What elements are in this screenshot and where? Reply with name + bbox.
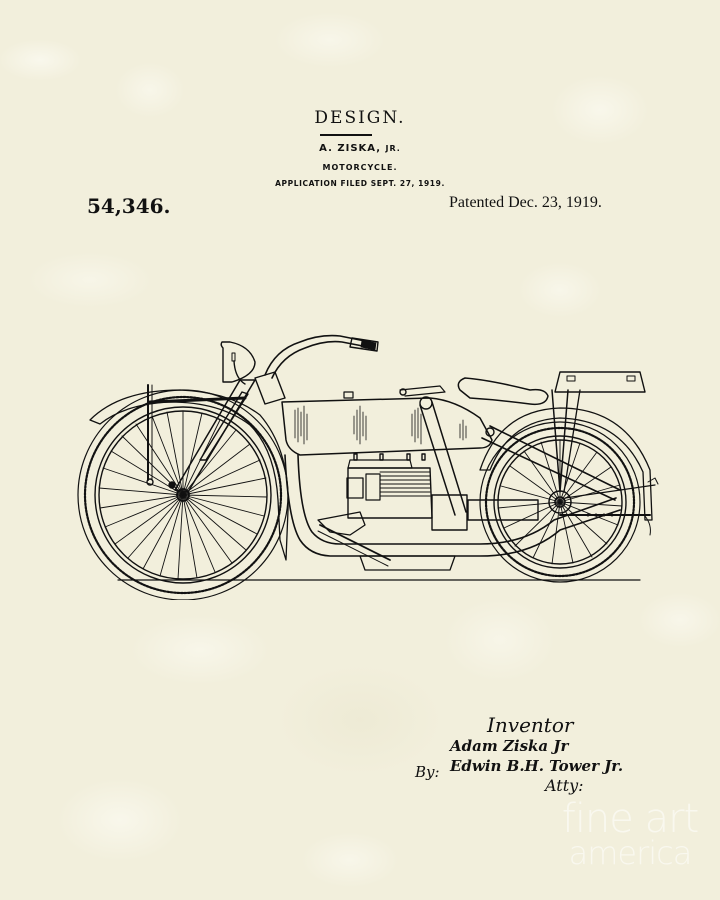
watermark-line-1: fine art <box>561 796 700 842</box>
engine <box>317 453 539 571</box>
rear-wheel <box>479 421 641 583</box>
watermark: fine art america <box>545 796 715 872</box>
inventor-name-text: A. ZISKA, <box>319 143 386 154</box>
application-filed-date: APPLICATION FILED SEPT. 27, 1919. <box>275 179 445 188</box>
watermark-line-2: america <box>568 834 693 872</box>
inventor-name: A. ZISKA, JR. <box>0 143 720 154</box>
motorcycle-drawing <box>77 334 659 600</box>
patent-date: Patented Dec. 23, 1919. <box>449 194 602 211</box>
patent-number: 54,346. <box>87 194 171 218</box>
document-title: DESIGN. <box>314 108 406 128</box>
title-underline <box>320 134 372 136</box>
front-wheel <box>77 389 289 600</box>
attorney-signature: Edwin B.H. Tower Jr. <box>450 757 624 775</box>
attorney-label: Atty: <box>545 776 584 795</box>
patent-subject: MOTORCYCLE. <box>322 163 398 172</box>
by-label: By: <box>415 763 440 781</box>
inventor-suffix: JR. <box>385 144 401 153</box>
fuel-tank <box>281 385 493 456</box>
inventor-label: Inventor <box>487 713 574 737</box>
inventor-signature: Adam Ziska Jr <box>450 737 569 755</box>
saddle <box>457 377 549 406</box>
